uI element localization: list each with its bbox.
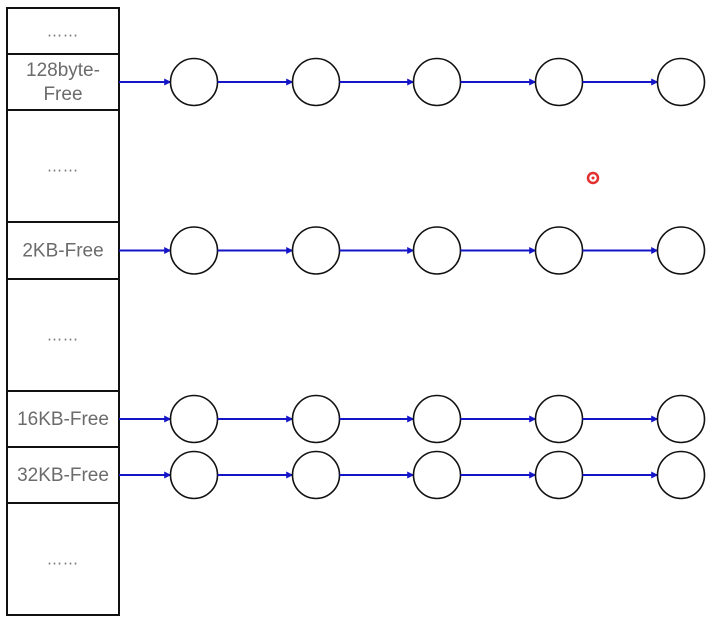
free-block-node xyxy=(412,394,462,444)
table-cell-128byte: 128byte- Free xyxy=(6,53,120,111)
free-list-128byte xyxy=(119,57,706,107)
cursor-indicator xyxy=(586,171,600,185)
free-block-node xyxy=(534,394,584,444)
table-cell-border xyxy=(6,390,120,448)
size-class-label: Free xyxy=(43,84,82,105)
free-block-node xyxy=(656,226,706,275)
free-block-node xyxy=(291,226,341,275)
free-block-node xyxy=(656,57,706,107)
free-block-node xyxy=(169,394,219,444)
table-cell-32kb: 32KB-Free xyxy=(6,446,120,504)
table-cell-2kb: 2KB-Free xyxy=(6,221,120,280)
free-block-node xyxy=(169,57,219,107)
free-block-node xyxy=(291,394,341,444)
ellipsis-text: …… xyxy=(47,551,79,569)
table-cell-border xyxy=(6,502,120,616)
free-block-node xyxy=(656,450,706,500)
table-cell-ellipsis-bottom: …… xyxy=(6,502,120,616)
free-block-node xyxy=(534,226,584,275)
size-class-label: 16KB-Free xyxy=(17,409,109,430)
free-block-node xyxy=(656,394,706,444)
table-cell-ellipsis-1: …… xyxy=(6,109,120,223)
linked-lists xyxy=(119,57,706,500)
free-block-node xyxy=(412,450,462,500)
table-cell-border xyxy=(6,109,120,223)
free-block-node xyxy=(291,57,341,107)
ellipsis-text: …… xyxy=(47,327,79,345)
table-cell-16kb: 16KB-Free xyxy=(6,390,120,448)
free-block-node xyxy=(291,450,341,500)
size-class-table: …… 128byte- Free …… 2KB-Free …… 16KB-Free 32KB-… xyxy=(6,7,120,616)
free-list-32kb xyxy=(119,450,706,500)
free-block-node xyxy=(534,450,584,500)
size-class-label: 32KB-Free xyxy=(17,465,109,486)
free-list-16kb xyxy=(119,394,706,444)
cursor-indicator-center xyxy=(591,176,595,180)
table-cell-ellipsis-2: …… xyxy=(6,278,120,392)
table-cell-border xyxy=(6,7,120,55)
ellipsis-text: …… xyxy=(47,158,79,176)
size-class-label: 2KB-Free xyxy=(22,241,103,262)
free-list-2kb xyxy=(119,226,706,275)
free-block-node xyxy=(169,450,219,500)
table-cell-border xyxy=(6,53,120,111)
free-block-node xyxy=(412,57,462,107)
ellipsis-text: …… xyxy=(47,23,79,41)
free-block-node xyxy=(534,57,584,107)
free-block-node xyxy=(412,226,462,275)
free-block-node xyxy=(169,226,219,275)
table-cell-ellipsis-top: …… xyxy=(6,7,120,55)
size-class-label: 128byte- xyxy=(26,60,100,81)
